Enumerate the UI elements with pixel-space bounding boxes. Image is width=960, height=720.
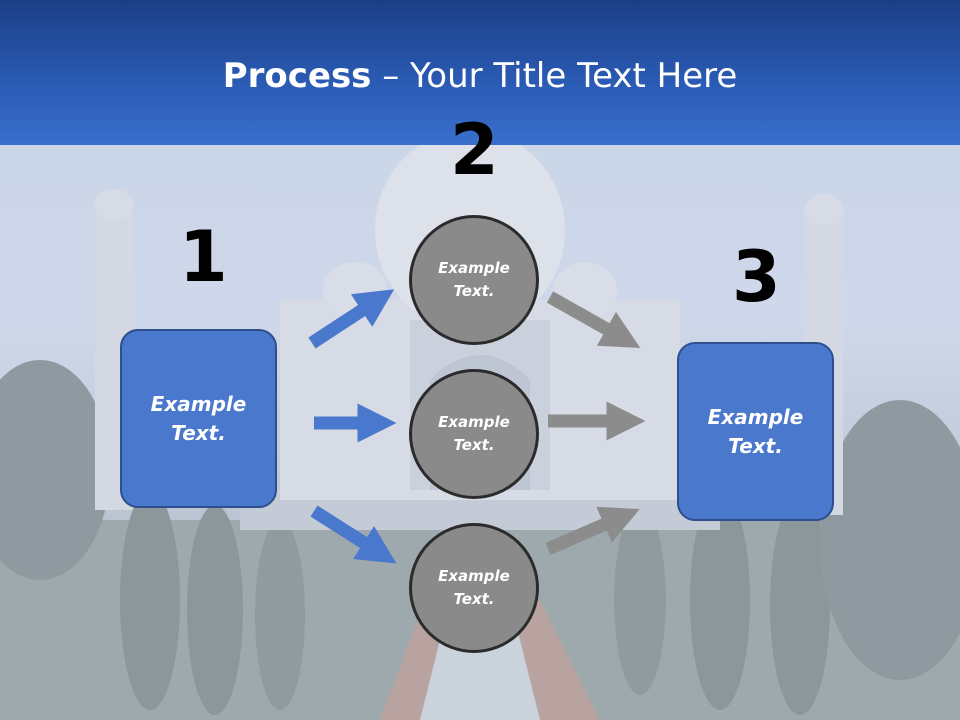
circle-top-text: Example Text.	[438, 259, 510, 300]
slide-title: Process – Your Title Text Here	[0, 54, 960, 98]
arrow-1-to-top	[308, 289, 395, 349]
circle-middle-text: Example Text.	[438, 413, 510, 454]
circle-middle[interactable]: Example Text.	[409, 369, 539, 499]
circle-bottom-text: Example Text.	[438, 567, 510, 608]
title-bold: Process	[222, 56, 372, 96]
arrow-bottom-to-3	[545, 506, 640, 555]
circle-top[interactable]: Example Text.	[409, 215, 539, 345]
step-1-box[interactable]: Example Text.	[120, 329, 277, 508]
arrow-1-to-bottom	[310, 505, 397, 564]
title-bar	[0, 0, 960, 145]
step-1-text: Example Text.	[150, 391, 247, 445]
arrow-top-to-3	[546, 291, 641, 348]
step-number-1: 1	[179, 216, 228, 298]
step-3-box[interactable]: Example Text.	[677, 342, 834, 521]
step-number-3: 3	[732, 236, 781, 318]
title-rest: – Your Title Text Here	[371, 56, 738, 96]
circle-bottom[interactable]: Example Text.	[409, 523, 539, 653]
step-number-2: 2	[450, 109, 499, 191]
step-3-text: Example Text.	[707, 404, 804, 458]
